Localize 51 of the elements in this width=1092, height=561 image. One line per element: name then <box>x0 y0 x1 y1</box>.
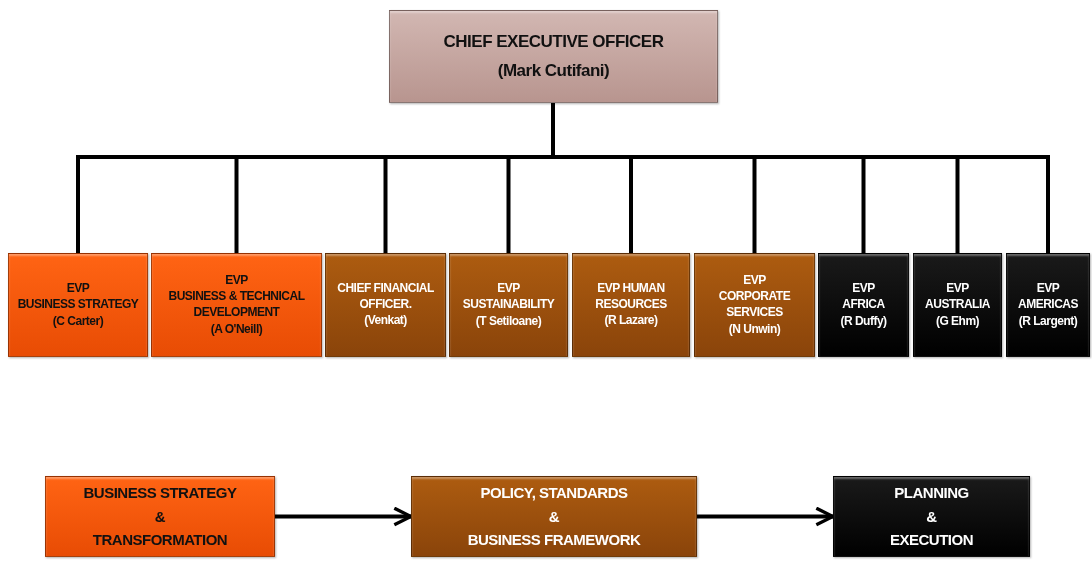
org-box <box>411 476 697 557</box>
role-title: BUSINESS STRATEGY <box>83 483 237 503</box>
role-title: SUSTAINABILITY <box>462 297 555 313</box>
person-name: (Venkat) <box>364 313 407 329</box>
role-title: EVP <box>225 272 248 289</box>
role-title: BUSINESS STRATEGY <box>17 297 139 313</box>
org-box <box>1006 253 1090 357</box>
person-name: (R Duffy) <box>840 313 887 330</box>
person-name: (N Unwin) <box>728 321 781 338</box>
role-title: (Mark Cutifani) <box>497 59 610 82</box>
role-title: EXECUTION <box>890 530 973 550</box>
person-name: (G Ehm) <box>935 313 980 330</box>
role-title: PLANNING <box>894 483 969 503</box>
org-box <box>389 10 718 103</box>
role-title: AUSTRALIA <box>925 297 990 313</box>
role-title: TRANSFORMATION <box>92 530 228 550</box>
role-title: EVP <box>946 280 969 297</box>
role-title: POLICY, STANDARDS <box>480 483 628 503</box>
role-title: & <box>154 506 166 527</box>
person-name: (A O'Neill) <box>210 321 263 338</box>
role-title: CORPORATE SERVICES <box>717 289 792 321</box>
person-name: (C Carter) <box>52 313 104 330</box>
role-title: BUSINESS FRAMEWORK <box>467 530 641 550</box>
role-title: & <box>926 506 937 527</box>
role-title: CHIEF EXECUTIVE OFFICER <box>443 31 664 54</box>
role-title: EVP <box>66 280 90 297</box>
org-box <box>818 253 909 357</box>
person-name: (R Lazare) <box>604 313 658 329</box>
org-box <box>694 253 815 357</box>
role-title: EVP <box>743 272 766 289</box>
org-box <box>8 253 148 357</box>
org-box <box>45 476 275 557</box>
arrow <box>697 506 835 527</box>
org-box <box>449 253 568 357</box>
role-title: EVP <box>852 280 875 297</box>
role-title: BUSINESS & TECHNICAL DEVELOPMENT <box>167 289 306 321</box>
org-box <box>151 253 322 357</box>
role-title: CHIEF FINANCIAL OFFICER. <box>336 281 435 313</box>
role-title: AMERICAS <box>1018 297 1078 313</box>
org-box <box>572 253 690 357</box>
org-box <box>913 253 1002 357</box>
arrow <box>275 506 413 527</box>
role-title: & <box>548 506 560 527</box>
person-name: (R Largent) <box>1018 313 1078 330</box>
org-box <box>833 476 1030 557</box>
org-box <box>325 253 446 357</box>
role-title: EVP <box>1036 280 1060 297</box>
person-name: (T Setiloane) <box>475 313 542 330</box>
role-title: EVP HUMAN RESOURCES <box>594 281 668 313</box>
role-title: EVP <box>497 280 520 297</box>
role-title: AFRICA <box>842 297 885 313</box>
